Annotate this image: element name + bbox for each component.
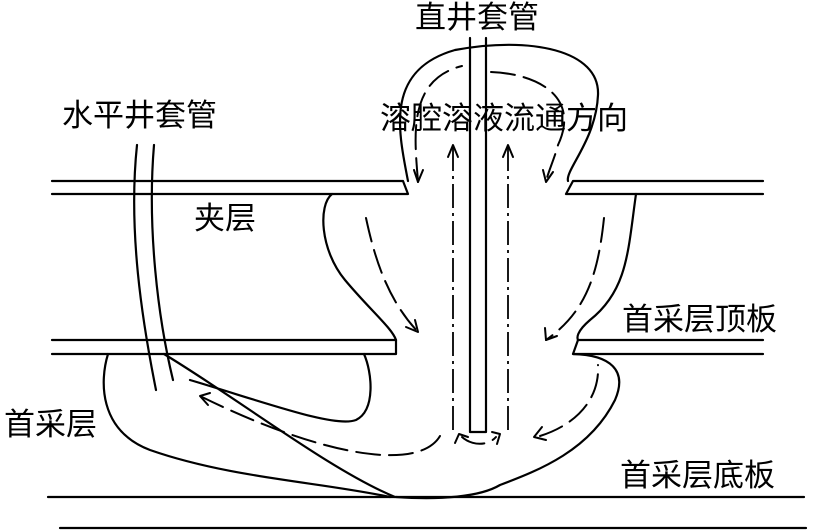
label-first-layer-roof: 首采层顶板 bbox=[622, 302, 777, 338]
vertical-well-casing bbox=[468, 36, 488, 434]
label-horizontal-casing: 水平井套管 bbox=[62, 98, 217, 134]
label-interlayer: 夹层 bbox=[194, 201, 256, 237]
interlayer-boundary bbox=[50, 179, 765, 196]
cavern-outline bbox=[102, 43, 638, 500]
label-vertical-casing: 直井套管 bbox=[415, 0, 539, 36]
label-first-layer-floor: 首采层底板 bbox=[620, 458, 775, 494]
first-layer-roof-boundary bbox=[50, 338, 765, 356]
label-first-layer: 首采层 bbox=[4, 407, 97, 443]
label-flow-direction: 溶腔溶液流通方向 bbox=[380, 101, 628, 137]
first-layer-floor-boundary bbox=[46, 495, 808, 530]
flow-arrows bbox=[199, 65, 605, 457]
